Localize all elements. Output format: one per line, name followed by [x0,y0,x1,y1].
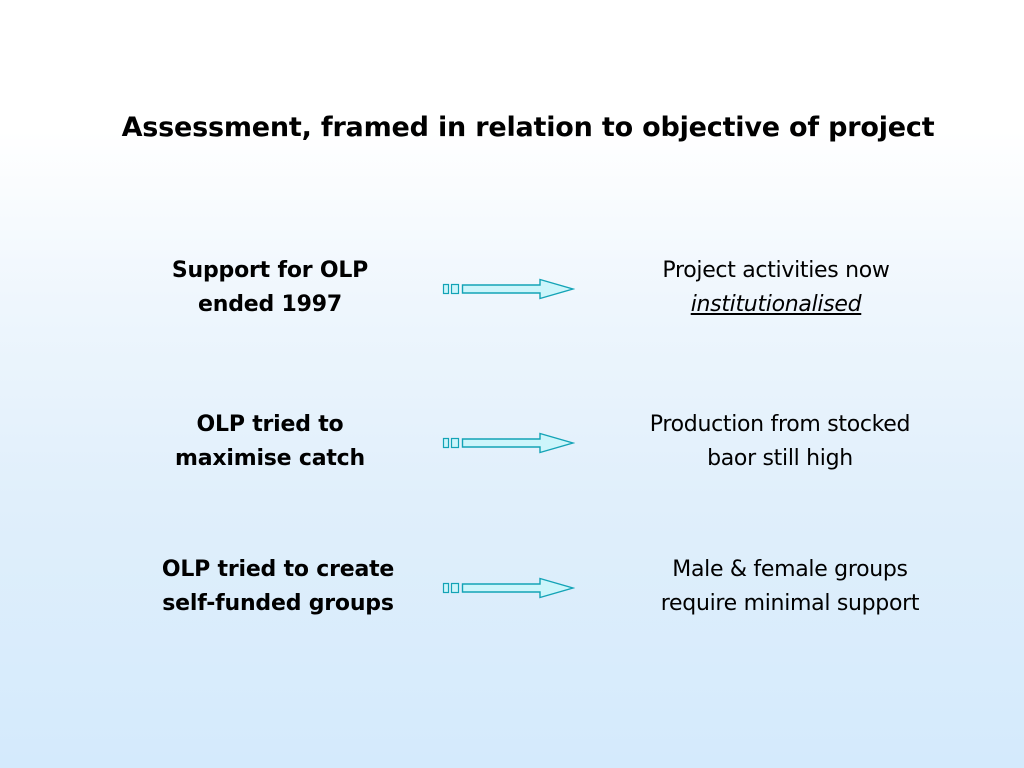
cause-text: Support for OLP ended 1997 [120,254,420,322]
cause-text: OLP tried to maximise catch [120,408,420,476]
assessment-row-1: Support for OLP ended 1997 Project activ… [0,252,1024,332]
cause-line-2: self-funded groups [162,591,394,616]
effect-line-2: baor still high [707,446,853,471]
assessment-row-3: OLP tried to create self-funded groups M… [0,551,1024,631]
cause-line-1: Support for OLP [171,258,369,283]
assessment-row-2: OLP tried to maximise catch Production f… [0,406,1024,486]
striped-block-arrow-right-icon [442,432,575,454]
effect-text: Production from stocked baor still high [620,408,940,476]
cause-line-1: OLP tried to [196,412,344,437]
effect-line-1: Production from stocked [649,412,911,437]
striped-block-arrow-right-icon [442,577,575,599]
effect-line-1: Project activities now [662,258,890,283]
effect-text: Project activities now institutionalised [616,254,936,322]
cause-text: OLP tried to create self-funded groups [128,553,428,621]
slide-title: Assessment, framed in relation to object… [121,112,935,143]
cause-line-1: OLP tried to create [161,557,395,582]
effect-line-1: Male & female groups [672,557,908,582]
cause-line-2: maximise catch [175,446,365,471]
effect-line-2: institutionalised [690,292,862,317]
striped-block-arrow-right-icon [442,278,575,300]
effect-text: Male & female groups require minimal sup… [630,553,950,621]
cause-line-2: ended 1997 [198,292,342,317]
effect-line-2: require minimal support [660,591,920,616]
